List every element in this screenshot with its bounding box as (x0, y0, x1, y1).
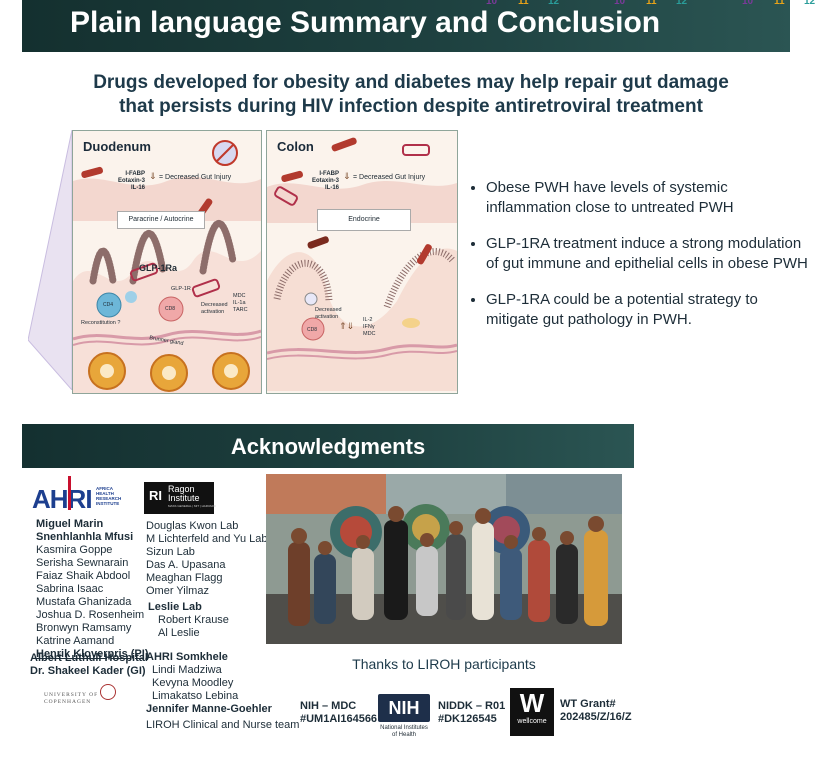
nih-logo: NIH National Institutes of Health (378, 694, 430, 739)
name: Kasmira Goppe (36, 544, 113, 556)
colon-effect: = Decreased Gut Injury (353, 174, 426, 181)
endocrine-box: Endocrine (317, 209, 411, 231)
corner-number: 11 (774, 0, 785, 7)
name: Mustafa Ghanizada (36, 596, 132, 608)
colon-title: Colon (277, 139, 314, 154)
conclusion-bullets: Obese PWH have levels of systemic inflam… (468, 178, 808, 346)
acknowledgments-title: Acknowledgments (230, 434, 426, 459)
duodenum-markers: I-FABP Eotaxin-3 IL-16 (117, 171, 145, 191)
duodenum-title: Duodenum (83, 139, 151, 154)
wellcome-logo: W wellcome (510, 688, 554, 736)
ahri-logo: AHRI AFRICA HEALTH RESEARCH INSTITUTE (32, 476, 121, 515)
team-photo (266, 474, 622, 644)
page-title: Plain language Summary and Conclusion (70, 6, 661, 39)
nih-mdc-grant: NIH – MDC #UM1AI164566 (300, 700, 378, 725)
ragon-names: Douglas Kwon Lab M Lichterfeld and Yu La… (146, 520, 268, 597)
ahri-names: Miguel Marin Snenhlanhla Mfusi Kasmira G… (36, 518, 148, 661)
up-down-arrow-icon: ⇑⇓ (339, 321, 355, 331)
corner-number: 11 (518, 0, 529, 7)
duodenum-decreased-activation: Decreased activation (201, 302, 228, 315)
corner-number: 10 (742, 0, 754, 7)
bullet-item: GLP-1RA could be a potential strategy to… (486, 290, 808, 330)
name: Joshua D. Rosenheim (36, 609, 145, 621)
corner-number: 12 (676, 0, 688, 7)
summary-headline-line2: that persists during HIV infection despi… (119, 96, 703, 117)
cd4-label: CD4 (103, 302, 114, 308)
corner-number: 10 (486, 0, 498, 7)
name: Miguel Marin (36, 518, 104, 530)
name: Faiaz Shaik Abdool (36, 570, 131, 582)
colon-illustration (267, 131, 457, 393)
name: Serisha Sewnarain (36, 557, 129, 569)
cd8-label: CD8 (165, 306, 176, 312)
bullet-item: GLP-1RA treatment induce a strong modula… (486, 234, 808, 274)
duodenum-cytokines: MDC IL-1a TARC (233, 293, 248, 313)
figure-zoom-wedge (27, 129, 73, 392)
name: Katrine Aamand (36, 635, 115, 647)
colon-cd8-label: CD8 (307, 327, 318, 333)
colon-decreased-activation: Decreased activation (315, 307, 342, 320)
name: Sabrina Isaac (36, 583, 104, 595)
ragon-logo: RI Ragon Institute MASS GENERAL | MIT | … (144, 482, 216, 514)
glp1r-label: GLP-1R (171, 286, 191, 292)
glp1ra-label: GLP-1Ra (139, 263, 178, 273)
name: Henrik Kloverpris (PI) (36, 648, 149, 660)
niddk-grant: NIDDK – R01 #DK126545 (438, 700, 506, 725)
summary-headline-line1: Drugs developed for obesity and diabetes… (93, 72, 729, 93)
copenhagen-logo: UNIVERSITY OF COPENHAGEN (44, 692, 99, 705)
duodenum-effect: = Decreased Gut Injury (159, 174, 232, 181)
header-bar (22, 0, 790, 52)
albert-luthuli: Albert Luthuli Hospital Dr. Shakeel Kade… (30, 652, 148, 677)
name: Bronwyn Ramsamy (36, 622, 132, 634)
acknowledgments-bar (22, 424, 634, 468)
corner-number: 12 (548, 0, 560, 7)
down-arrow-icon: ⇓ (149, 171, 157, 181)
ahri-somkhele: AHRI Somkhele Lindi Madziwa Kevyna Moodl… (146, 651, 300, 731)
thanks-text: Thanks to LIROH participants (352, 656, 536, 672)
colon-cytokines: IL-2 IFNγ MDC (363, 317, 376, 337)
duodenum-panel: Duodenum I-FABP Eotaxin-3 IL-16 ⇓ = Decr… (72, 130, 262, 394)
leslie-lab: Leslie Lab Robert Krause Al Leslie (148, 601, 229, 639)
paracrine-box: Paracrine / Autocrine (117, 211, 205, 229)
bullet-item: Obese PWH have levels of systemic inflam… (486, 178, 808, 218)
reconstitution-label: Reconstitution ? (81, 320, 121, 326)
copenhagen-seal-icon (100, 684, 116, 700)
wt-grant: WT Grant# 202485/Z/16/Z (560, 698, 632, 723)
corner-number: 11 (646, 0, 657, 7)
name: Snenhlanhla Mfusi (36, 531, 134, 543)
down-arrow-icon: ⇓ (343, 171, 351, 181)
corner-number: 10 (614, 0, 626, 7)
corner-number: 12 (804, 0, 816, 7)
colon-markers: I-FABP Eotaxin-3 IL-16 (311, 171, 339, 191)
colon-panel: Colon I-FABP Eotaxin-3 IL-16 ⇓ = Decreas… (266, 130, 458, 394)
duodenum-illustration (73, 131, 261, 393)
